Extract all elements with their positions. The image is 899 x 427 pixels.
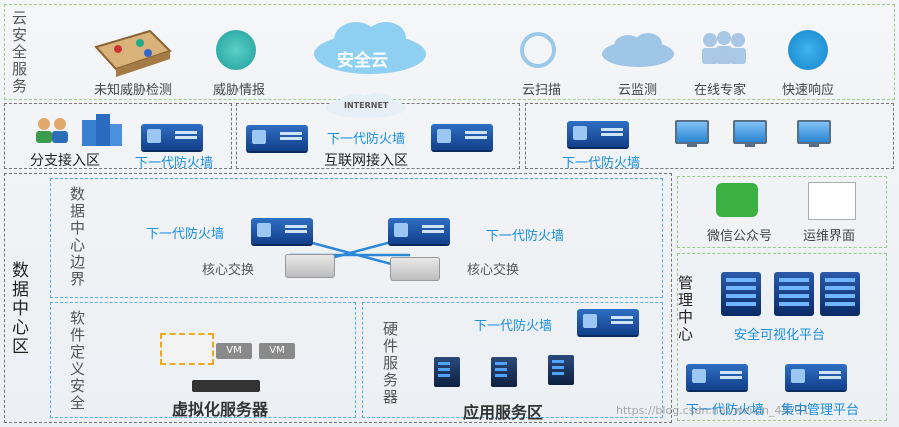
hw-firewall-label: 下一代防火墙 xyxy=(474,319,553,334)
hw-zone xyxy=(362,302,663,418)
core-switch-left-label: 核心交换 xyxy=(202,263,255,278)
branch-zone xyxy=(4,103,232,169)
firewall-device xyxy=(251,218,313,244)
firewall-device xyxy=(141,124,203,150)
remote-zone xyxy=(525,103,894,169)
remote-firewall-label: 下一代防火墙 xyxy=(562,156,641,171)
buildings-icon xyxy=(82,114,122,146)
cloud-item-label: 威胁情报 xyxy=(213,83,266,98)
users-icon xyxy=(36,118,68,143)
experts-icon xyxy=(702,31,746,64)
pc-icon xyxy=(733,120,767,147)
mgmt-title: 管理中心 xyxy=(678,274,694,343)
core-switch xyxy=(285,254,335,278)
firewall-device xyxy=(785,364,847,390)
hw-title: 硬件服务器 xyxy=(383,320,399,406)
watermark: https://blog.csdn.net/weixin_43731 xyxy=(616,404,810,417)
firewall-device xyxy=(567,121,629,147)
cloud-item-label: 云扫描 xyxy=(522,83,562,98)
dc-edge-title: 数据中心边界 xyxy=(70,185,86,288)
firewall-device xyxy=(431,124,493,150)
internet-firewall-label: 下一代防火墙 xyxy=(327,132,406,147)
edge-firewall-right-label: 下一代防火墙 xyxy=(486,229,565,244)
vm-icon: VM xyxy=(259,343,295,359)
server-rack-icon xyxy=(774,272,814,316)
mgmt-firewall-label: 下一代防火墙 xyxy=(686,403,765,418)
cloud-item-label: 在线专家 xyxy=(694,83,747,98)
datacenter-title: 数据中心区 xyxy=(12,261,29,357)
sds-zone xyxy=(50,302,356,418)
magnifier-icon xyxy=(520,32,556,68)
ops-label: 运维界面 xyxy=(803,229,856,244)
hw-caption: 应用服务区 xyxy=(463,403,544,422)
cloud-item-label: 云监测 xyxy=(618,83,658,98)
sds-title: 软件定义安全 xyxy=(70,309,86,412)
firewall-device xyxy=(686,364,748,390)
server-icon xyxy=(434,357,460,387)
wechat-icon xyxy=(716,183,758,217)
virtual-firewall-icon xyxy=(160,333,214,365)
vis-platform-label: 安全可视化平台 xyxy=(734,328,826,343)
cloud-label: 安全云 xyxy=(337,51,388,71)
mgmt-center-zone xyxy=(677,253,887,421)
firewall-device xyxy=(577,309,639,335)
firewall-device xyxy=(246,125,308,151)
globe-icon xyxy=(216,30,256,70)
edge-firewall-left-label: 下一代防火墙 xyxy=(146,227,225,242)
cloud-icon xyxy=(314,22,426,74)
vm-icon: VM xyxy=(216,343,252,359)
datacenter-zone xyxy=(4,173,672,423)
branch-title: 分支接入区 xyxy=(30,153,100,169)
server-rack-icon xyxy=(721,272,761,316)
sds-caption: 虚拟化服务器 xyxy=(172,400,269,419)
physical-server-icon xyxy=(192,380,260,392)
firewall-device xyxy=(388,218,450,244)
server-icon xyxy=(491,357,517,387)
cloud-services-zone xyxy=(4,4,895,100)
internet-title: 互联网接入区 xyxy=(324,153,408,169)
dc-edge-zone xyxy=(50,178,663,298)
pc-icon xyxy=(797,120,831,147)
server-icon xyxy=(548,355,574,385)
cloud-item-label: 快速响应 xyxy=(782,83,835,98)
wechat-label: 微信公众号 xyxy=(707,229,773,244)
core-switch-right-label: 核心交换 xyxy=(467,263,520,278)
sandbox-icon xyxy=(94,29,172,77)
gear-cloud-icon xyxy=(602,33,674,67)
server-rack-icon xyxy=(820,272,860,316)
tools-icon xyxy=(788,30,828,70)
mgmt-apps-zone xyxy=(677,176,887,248)
ops-console-icon xyxy=(808,182,856,220)
internet-cloud-text: INTERNET xyxy=(344,101,389,110)
branch-firewall-label: 下一代防火墙 xyxy=(135,156,214,171)
internet-cloud-icon xyxy=(326,93,406,118)
central-mgmt-label: 集中管理平台 xyxy=(781,403,860,418)
cloud-item-label: 未知威胁检测 xyxy=(94,83,173,98)
core-switch xyxy=(390,257,440,281)
cloud-services-title: 云安全服务 xyxy=(12,9,28,95)
pc-icon xyxy=(675,120,709,147)
